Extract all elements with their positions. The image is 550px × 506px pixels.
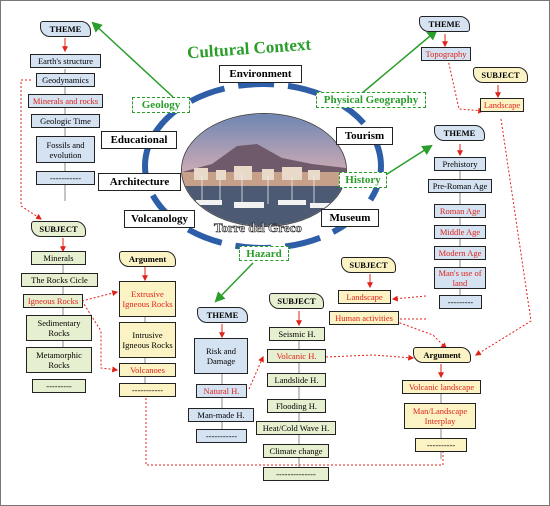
ring-volcanology: Volcanology — [124, 210, 195, 228]
ring-physical-geography: Physical Geography — [316, 92, 426, 108]
hazard-subject-item: Heat/Cold Wave H. — [256, 421, 336, 435]
hazard-theme-item: Man-made H. — [188, 408, 254, 422]
arrow-history — [383, 144, 433, 177]
hazard-subject-item: Volcanic H. — [267, 349, 326, 363]
ring-museum: Museum — [321, 209, 379, 227]
geology-subject-item: Sedimentary Rocks — [26, 315, 92, 341]
geology-theme-item: Geodynamics — [36, 73, 95, 87]
ring-hazard: Hazard — [239, 246, 289, 261]
hazard-subject-item: -------------- — [263, 467, 329, 481]
argument-left-item: Extrusive Igneous Rocks — [119, 281, 176, 317]
hazard-theme-item: Natural H. — [196, 384, 247, 398]
geology-theme-header: THEME — [40, 21, 91, 37]
history-theme-item: --------- — [439, 295, 482, 309]
argument-left-item: Intrusive Igneous Rocks — [119, 322, 176, 358]
ring-tourism: Tourism — [336, 127, 393, 145]
geography-theme-item: Topography — [421, 47, 471, 61]
geology-theme-item: ----------- — [36, 171, 95, 185]
center-photo — [181, 113, 347, 227]
history-theme-item: Middle Age — [434, 225, 486, 239]
hazard-subject-header: SUBJECT — [269, 293, 324, 309]
argument-right-item: ---------- — [415, 438, 467, 452]
history-theme-header: THEME — [434, 125, 485, 141]
ring-history: History — [339, 172, 387, 188]
geology-subject-header: SUBJECT — [31, 221, 86, 237]
geology-subject-item: Igneous Rocks — [23, 294, 83, 308]
argument-left-item: ----------- — [119, 383, 176, 397]
argument-left-item: Volcanoes — [119, 363, 176, 377]
history-subject-header: SUBJECT — [341, 257, 396, 273]
argument-right-header: Argument — [413, 347, 471, 363]
geology-subject-item: Metamorphic Rocks — [26, 347, 92, 373]
hazard-theme-header: THEME — [197, 307, 248, 323]
argument-right-item: Volcanic landscape — [402, 380, 481, 394]
geology-theme-item: Earth's structure — [30, 54, 101, 68]
argument-right-item: Man/Landscape Interplay — [404, 403, 476, 429]
argument-left-header: Argument — [119, 251, 176, 267]
ring-environment: Environment — [219, 65, 302, 83]
geography-subject-header: SUBJECT — [473, 67, 528, 83]
geology-theme-item: Geologic Time — [31, 114, 100, 128]
hazard-theme-item: Risk and Damage — [194, 338, 248, 374]
history-theme-item: Prehistory — [434, 157, 486, 171]
geology-subject-item: The Rocks Cicle — [21, 273, 98, 287]
hazard-subject-item: Flooding H. — [267, 399, 326, 413]
geology-theme-item: Minerals and rocks — [28, 94, 103, 108]
geography-theme-header: THEME — [419, 16, 470, 32]
arrow-geology — [91, 21, 174, 98]
geology-subject-item: --------- — [32, 379, 86, 393]
ring-architecture: Architecture — [98, 173, 181, 191]
history-theme-item: Pre-Roman Age — [428, 179, 492, 193]
history-subject-item: Landscape — [338, 290, 391, 304]
hazard-theme-item: ----------- — [196, 429, 247, 443]
arrow-geography — [360, 29, 438, 95]
geography-subject-item: Landscape — [480, 98, 524, 112]
geology-subject-item: Minerals — [31, 251, 86, 265]
history-theme-item: Modern Age — [434, 246, 486, 260]
hazard-subject-item: Climate change — [263, 444, 329, 458]
hazard-subject-item: Seismic H. — [269, 327, 325, 341]
ring-educational: Educational — [101, 131, 177, 149]
history-subject-item: Human activities — [329, 311, 399, 325]
geology-theme-item: Fossils and evolution — [36, 136, 95, 163]
history-theme-item: Roman Age — [434, 204, 486, 218]
arrow-hazard — [214, 262, 254, 303]
history-theme-item: Man's use of land — [434, 267, 486, 289]
center-label: Torre del Greco — [214, 220, 302, 236]
ring-geology: Geology — [132, 97, 190, 113]
hazard-subject-item: Landslide H. — [267, 373, 326, 387]
